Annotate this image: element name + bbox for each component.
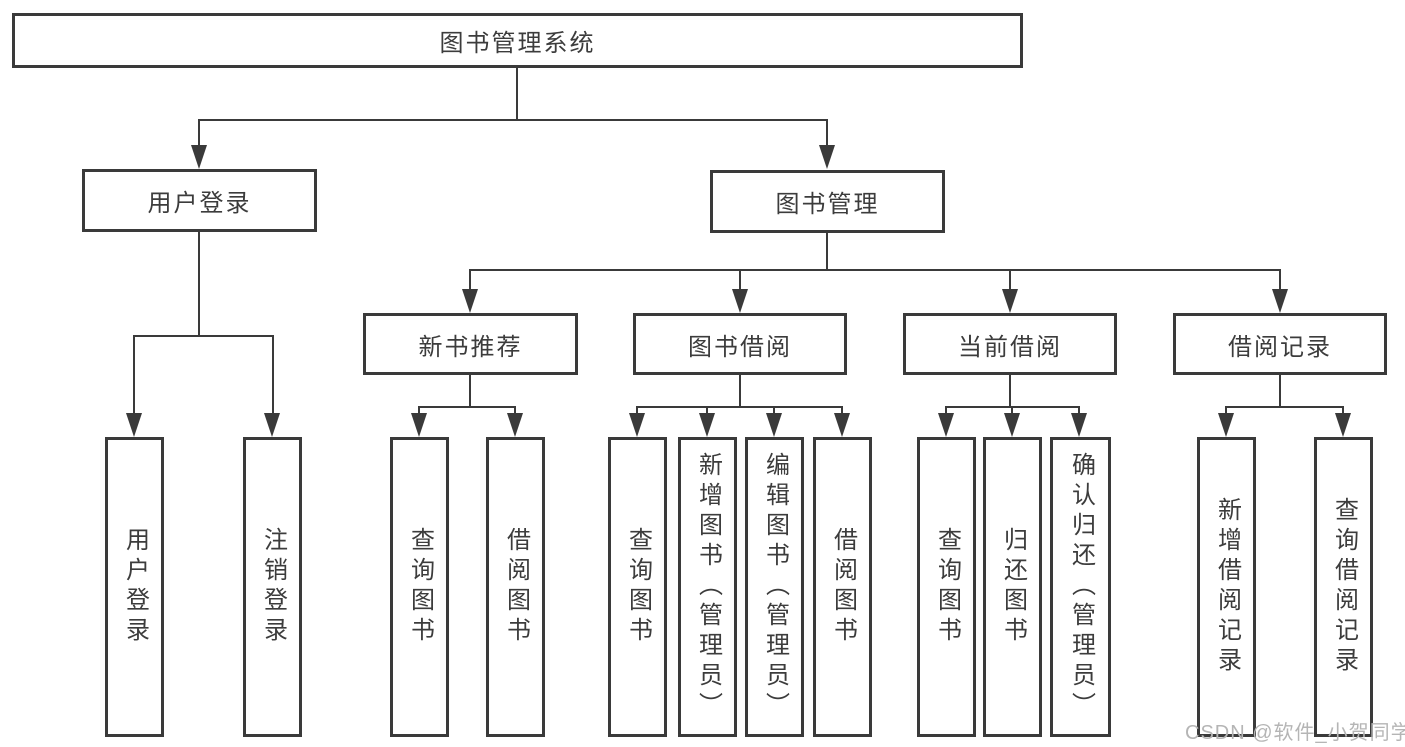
connector-vline (739, 269, 741, 293)
arrow-down-icon (191, 145, 207, 169)
leaf-query-book-current: 查询图书 (917, 437, 976, 737)
connector-vline (826, 119, 828, 149)
connector-vline (469, 375, 471, 408)
connector-vline (469, 269, 471, 293)
leaf-label: 查询图书 (624, 527, 652, 647)
arrow-down-icon (938, 413, 954, 437)
leaf-add-book-admin: 新增图书（管理员） (678, 437, 737, 737)
connector-vline (739, 375, 741, 408)
connector-vline (636, 406, 638, 417)
leaf-label: 查询借阅记录 (1330, 497, 1358, 677)
connector-vline (516, 68, 518, 121)
connector-vline (272, 335, 274, 415)
connector-hline (469, 269, 1281, 271)
connector-vline (514, 406, 516, 417)
connector-hline (198, 119, 828, 121)
leaf-query-book-borrowing: 查询图书 (608, 437, 667, 737)
arrow-down-icon (507, 413, 523, 437)
connector-vline (1342, 406, 1344, 417)
leaf-user-login: 用户登录 (105, 437, 164, 737)
node-user-login: 用户登录 (82, 169, 317, 232)
leaf-label: 用户登录 (121, 527, 149, 647)
node-library-management-system: 图书管理系统 (12, 13, 1023, 68)
leaf-label: 借阅图书 (829, 527, 857, 647)
leaf-label: 新增图书（管理员） (694, 452, 722, 722)
connector-vline (1009, 375, 1011, 408)
node-label: 新书推荐 (418, 333, 523, 361)
node-book-management: 图书管理 (710, 170, 945, 233)
arrow-down-icon (264, 413, 280, 437)
arrow-down-icon (629, 413, 645, 437)
arrow-down-icon (1071, 413, 1087, 437)
leaf-borrow-book: 借阅图书 (813, 437, 872, 737)
node-borrowing-records: 借阅记录 (1173, 313, 1387, 375)
connector-vline (1279, 269, 1281, 293)
node-current-borrowing: 当前借阅 (903, 313, 1117, 375)
arrow-down-icon (699, 413, 715, 437)
leaf-confirm-return-admin: 确认归还（管理员） (1050, 437, 1111, 737)
leaf-label: 借阅图书 (502, 527, 530, 647)
connector-vline (826, 233, 828, 271)
connector-vline (1011, 406, 1013, 417)
connector-vline (418, 406, 420, 417)
node-label: 当前借阅 (958, 333, 1062, 361)
connector-vline (773, 406, 775, 417)
arrow-down-icon (1272, 289, 1288, 313)
node-label: 图书管理系统 (439, 30, 596, 57)
connector-vline (945, 406, 947, 417)
leaf-query-borrow-record: 查询借阅记录 (1314, 437, 1373, 737)
connector-hline (636, 406, 843, 408)
connector-vline (706, 406, 708, 417)
leaf-label: 归还图书 (999, 527, 1027, 647)
connector-vline (1279, 375, 1281, 408)
leaf-label: 注销登录 (259, 527, 287, 647)
connector-hline (133, 335, 274, 337)
arrow-down-icon (1004, 413, 1020, 437)
node-book-borrowing: 图书借阅 (633, 313, 847, 375)
arrow-down-icon (834, 413, 850, 437)
connector-hline (418, 406, 516, 408)
leaf-query-book-recommend: 查询图书 (390, 437, 449, 737)
connector-vline (1078, 406, 1080, 417)
leaf-label: 查询图书 (406, 527, 434, 647)
leaf-label: 查询图书 (933, 527, 961, 647)
node-label: 图书管理 (775, 191, 880, 218)
connector-vline (1225, 406, 1227, 417)
watermark: CSDN @软件_小贺同学 (1185, 722, 1405, 744)
connector-vline (198, 119, 200, 149)
leaf-add-borrow-record: 新增借阅记录 (1197, 437, 1256, 737)
connector-vline (133, 335, 135, 415)
leaf-label: 确认归还（管理员） (1067, 452, 1095, 722)
connector-vline (1009, 269, 1011, 293)
arrow-down-icon (1335, 413, 1351, 437)
leaf-edit-book-admin: 编辑图书（管理员） (745, 437, 804, 737)
arrow-down-icon (766, 413, 782, 437)
arrow-down-icon (126, 413, 142, 437)
node-label: 图书借阅 (688, 333, 792, 361)
connector-hline (1225, 406, 1344, 408)
connector-vline (198, 232, 200, 337)
leaf-borrow-book-recommend: 借阅图书 (486, 437, 545, 737)
node-new-book-recommend: 新书推荐 (363, 313, 578, 375)
arrow-down-icon (1002, 289, 1018, 313)
node-label: 借阅记录 (1228, 333, 1332, 361)
connector-vline (841, 406, 843, 417)
arrow-down-icon (1218, 413, 1234, 437)
leaf-label: 新增借阅记录 (1213, 497, 1241, 677)
arrow-down-icon (462, 289, 478, 313)
arrow-down-icon (411, 413, 427, 437)
leaf-label: 编辑图书（管理员） (761, 452, 789, 722)
leaf-logout: 注销登录 (243, 437, 302, 737)
leaf-return-book: 归还图书 (983, 437, 1042, 737)
node-label: 用户登录 (147, 190, 252, 217)
arrow-down-icon (732, 289, 748, 313)
arrow-down-icon (819, 145, 835, 169)
